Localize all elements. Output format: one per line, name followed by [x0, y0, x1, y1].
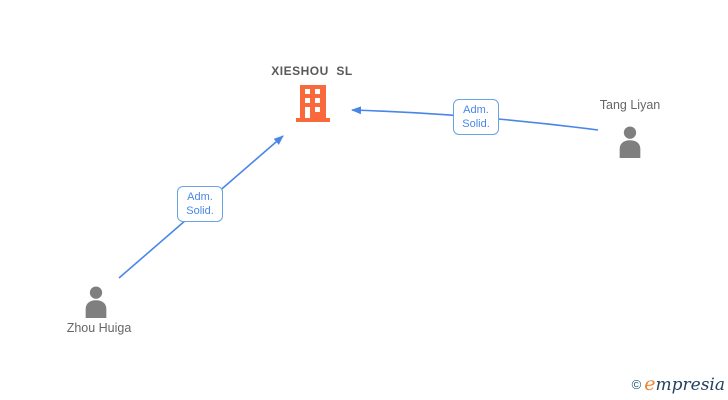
edge-label-line1: Adm.: [187, 191, 213, 203]
person-name-tang-liyan: Tang Liyan: [599, 98, 661, 112]
edge-label-line1: Adm.: [463, 104, 489, 116]
edge-label-zhou-adm-solid: Adm. Solid.: [177, 186, 223, 222]
brand-rest: mpresia: [655, 375, 726, 395]
edge-label-tang-adm-solid: Adm. Solid.: [453, 99, 499, 135]
copyright-icon: ©: [631, 376, 642, 392]
company-building-icon[interactable]: [296, 85, 330, 122]
person-name-zhou-huiga: Zhou Huiga: [66, 321, 132, 335]
person-icon-zhou-huiga[interactable]: [81, 286, 111, 318]
brand-first-letter: e: [644, 373, 656, 395]
company-name: XIESHOU SL: [271, 64, 353, 78]
empresia-logo[interactable]: © empresia: [632, 373, 725, 395]
person-icon-tang-liyan[interactable]: [615, 126, 645, 158]
edge-label-line2: Solid.: [462, 118, 490, 130]
brand-wordmark: empresia: [644, 373, 725, 395]
edge-label-line2: Solid.: [186, 205, 214, 217]
